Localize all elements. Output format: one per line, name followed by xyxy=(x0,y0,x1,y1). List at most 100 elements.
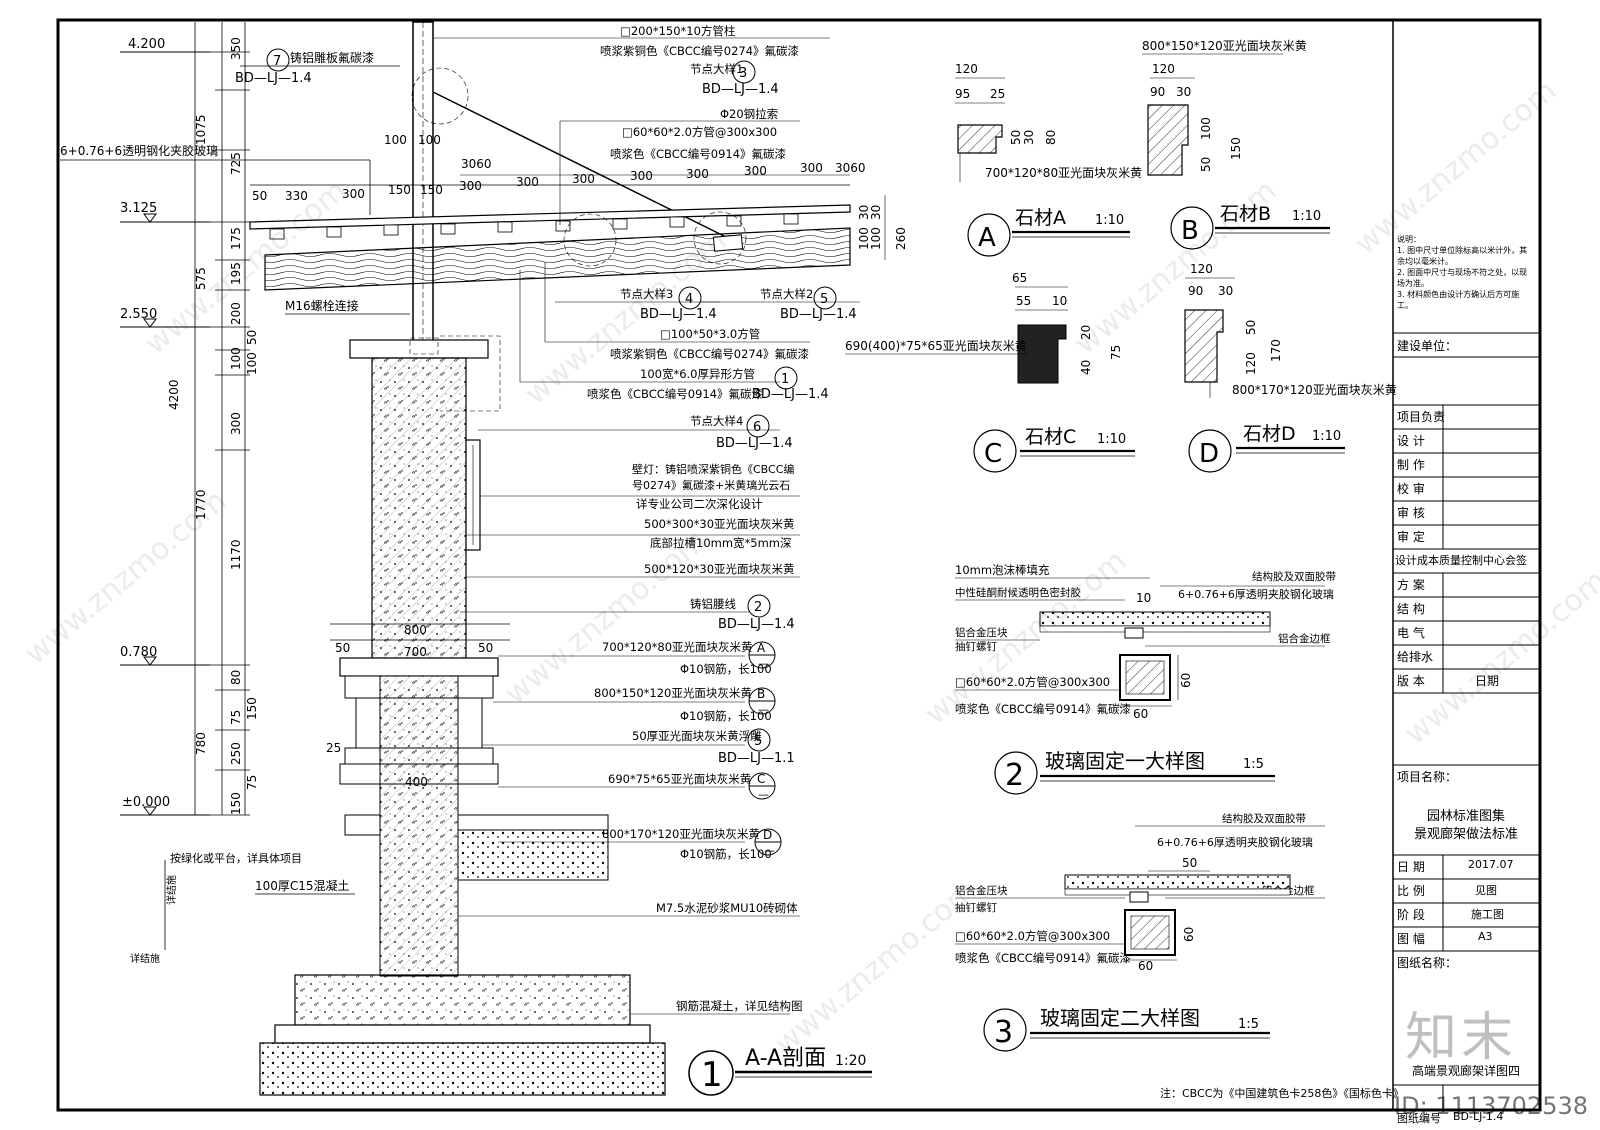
lbl-masonry: M7.5水泥砂浆MU10砖砌体 xyxy=(656,901,798,915)
svg-text:铝合金边框: 铝合金边框 xyxy=(1278,632,1331,645)
svg-text:1: 1 xyxy=(701,1055,723,1095)
label-bolt: M16螺栓连接 xyxy=(285,298,359,313)
dim-175: 175 xyxy=(229,227,243,250)
lbl-node4: 节点大样4 xyxy=(690,414,743,428)
svg-text:65: 65 xyxy=(1012,271,1027,285)
column xyxy=(339,335,501,977)
project-name-1: 园林标准图集 xyxy=(1426,809,1505,824)
svg-text:喷浆色《CBCC编号0914》氟碳漆: 喷浆色《CBCC编号0914》氟碳漆 xyxy=(955,702,1131,716)
svg-text:90: 90 xyxy=(1188,284,1203,298)
svg-text:120: 120 xyxy=(1244,352,1258,375)
note-2: 2. 图面中尺寸与现场不符之处，以现场为准。 xyxy=(1397,268,1528,288)
rdim-30a: 30 xyxy=(857,205,871,220)
svg-text:60: 60 xyxy=(1179,673,1193,688)
dim-75b: 75 xyxy=(245,775,259,790)
note-1: 1. 图中尺寸单位除标高以米计外，其余均以毫米计。 xyxy=(1397,246,1528,266)
svg-text:800*170*120亚光面块灰米黄: 800*170*120亚光面块灰米黄 xyxy=(1232,383,1397,397)
callout-3: 3 BD—LJ—1.4 xyxy=(702,60,779,97)
svg-text:A: A xyxy=(757,641,766,655)
svg-text:BD—LJ—1.4: BD—LJ—1.4 xyxy=(716,436,793,451)
svg-text:40: 40 xyxy=(1079,360,1093,375)
svg-text:玻璃固定二大样图: 玻璃固定二大样图 xyxy=(1040,1006,1200,1030)
svg-text:BD—LJ—1.4: BD—LJ—1.4 xyxy=(752,387,829,402)
lbl-secondary: 详专业公司二次深化设计 xyxy=(636,497,763,511)
lbl-tube60: □60*60*2.0方管@300x300 xyxy=(622,125,777,139)
svg-text:1:20: 1:20 xyxy=(835,1053,866,1069)
stone-a: 120 95 25 50 30 80 700*120*80亚光面块灰米黄 A 石… xyxy=(955,62,1142,257)
stone-b: 800*150*120亚光面块灰米黄 120 90 30 50 100 150 … xyxy=(1142,39,1330,250)
svg-text:C: C xyxy=(984,439,1002,469)
svg-text:中性硅酮耐候透明色密封胶: 中性硅酮耐候透明色密封胶 xyxy=(955,586,1081,599)
bdim-300h: 300 xyxy=(800,161,823,175)
section-aa: 4.200 3.125 2.550 0.780 ±0.000 xyxy=(60,21,1404,1100)
svg-text:BD—LJ—1.4: BD—LJ—1.4 xyxy=(640,307,717,322)
svg-text:170: 170 xyxy=(1269,339,1283,362)
svg-text:150: 150 xyxy=(1229,137,1243,160)
lbl-500x300: 500*300*30亚光面块灰米黄 xyxy=(644,517,795,531)
svg-text:B: B xyxy=(1181,216,1199,246)
callout-7: 7 BD—LJ—1.4 xyxy=(235,48,312,86)
dim-75a: 75 xyxy=(229,710,243,725)
lbl-800x170: 800*170*120亚光面块灰米黄 xyxy=(602,827,760,841)
lbl-500x120: 500*120*30亚光面块灰米黄 xyxy=(644,562,795,576)
stone-ref-b: B — xyxy=(748,687,776,716)
bd-25: 25 xyxy=(326,741,341,755)
footing xyxy=(259,814,666,1096)
svg-text:6: 6 xyxy=(753,420,761,435)
svg-text:—: — xyxy=(758,788,769,801)
label-glass-left: 6+0.76+6透明钢化夹胶玻璃 xyxy=(60,143,218,158)
svg-text:800*150*120亚光面块灰米黄: 800*150*120亚光面块灰米黄 xyxy=(1142,39,1307,53)
svg-text:60: 60 xyxy=(1138,959,1153,973)
svg-text:120: 120 xyxy=(1152,62,1175,76)
project-name-2: 景观廊架做法标准 xyxy=(1413,827,1518,842)
svg-text:4: 4 xyxy=(685,292,693,307)
logo-mark: 知末 xyxy=(1405,1008,1518,1068)
svg-text:3: 3 xyxy=(994,1015,1013,1050)
bdim-300e: 300 xyxy=(630,169,653,183)
bdim-300a: 300 xyxy=(342,187,365,201)
dim-780: 780 xyxy=(194,732,208,755)
cbcc-note: 注：CBCC为《中国建筑色卡258色》《国标色卡》 xyxy=(1160,1086,1404,1100)
lbl-690x75: 690*75*65亚光面块灰米黄 xyxy=(608,772,751,786)
lbl-rebar3: Φ10钢筋，长100 xyxy=(680,847,772,861)
svg-text:玻璃固定一大样图: 玻璃固定一大样图 xyxy=(1045,749,1205,773)
svg-text:95: 95 xyxy=(955,87,970,101)
lbl-relief: 50厚亚光面块灰米黄浮雕 xyxy=(632,729,762,743)
purlins xyxy=(269,213,799,240)
svg-text:90: 90 xyxy=(1150,85,1165,99)
sign-title: 设计成本质量控制中心会签 xyxy=(1395,554,1527,567)
dim-250: 250 xyxy=(229,742,243,765)
svg-text:10: 10 xyxy=(1052,294,1067,308)
label-see-structure-1: 详结施 xyxy=(165,875,178,905)
rdim-260: 260 xyxy=(894,227,908,250)
svg-text:B: B xyxy=(757,687,765,701)
svg-text:10mm泡沫棒填充: 10mm泡沫棒填充 xyxy=(955,563,1050,577)
svg-text:700*120*80亚光面块灰米黄: 700*120*80亚光面块灰米黄 xyxy=(985,166,1142,180)
svg-text:1: 1 xyxy=(781,372,789,387)
svg-text:30: 30 xyxy=(1176,85,1191,99)
dim-4200: 4200 xyxy=(167,379,181,410)
svg-text:—: — xyxy=(764,844,775,857)
svg-text:25: 25 xyxy=(990,87,1005,101)
bd-800: 800 xyxy=(404,623,427,637)
svg-text:□60*60*2.0方管@300x300: □60*60*2.0方管@300x300 xyxy=(955,929,1110,943)
dim-1075: 1075 xyxy=(194,114,208,145)
lbl-groove: 底部拉槽10mm宽*5mm深 xyxy=(650,536,792,550)
right-labels: □200*150*10方管柱 喷浆紫铜色《CBCC编号0274》氟碳漆 节点大样… xyxy=(433,24,860,1015)
svg-text:结构胶及双面胶带: 结构胶及双面胶带 xyxy=(1252,570,1336,583)
detail-3: 结构胶及双面胶带 6+0.76+6厚透明夹胶钢化玻璃 铝合金压块 抽钉螺钉 铝合… xyxy=(955,812,1325,1052)
svg-text:—: — xyxy=(758,703,769,716)
svg-text:石材C: 石材C xyxy=(1025,426,1076,448)
svg-text:100: 100 xyxy=(1199,117,1213,140)
svg-text:30: 30 xyxy=(1022,130,1036,145)
section-title: 1 A-A剖面 1:20 xyxy=(688,1046,872,1096)
callout-2: 2 BD—LJ—1.4 xyxy=(718,594,795,632)
svg-text:BD—LJ—1.4: BD—LJ—1.4 xyxy=(702,82,779,97)
svg-text:1:10: 1:10 xyxy=(1095,213,1124,228)
lbl-tube100-paint: 喷浆紫铜色《CBCC编号0274》氟碳漆 xyxy=(610,347,809,361)
svg-text:1:10: 1:10 xyxy=(1312,429,1341,444)
svg-text:30: 30 xyxy=(1218,284,1233,298)
bd-50b: 50 xyxy=(478,641,493,655)
svg-text:1:5: 1:5 xyxy=(1243,757,1264,772)
